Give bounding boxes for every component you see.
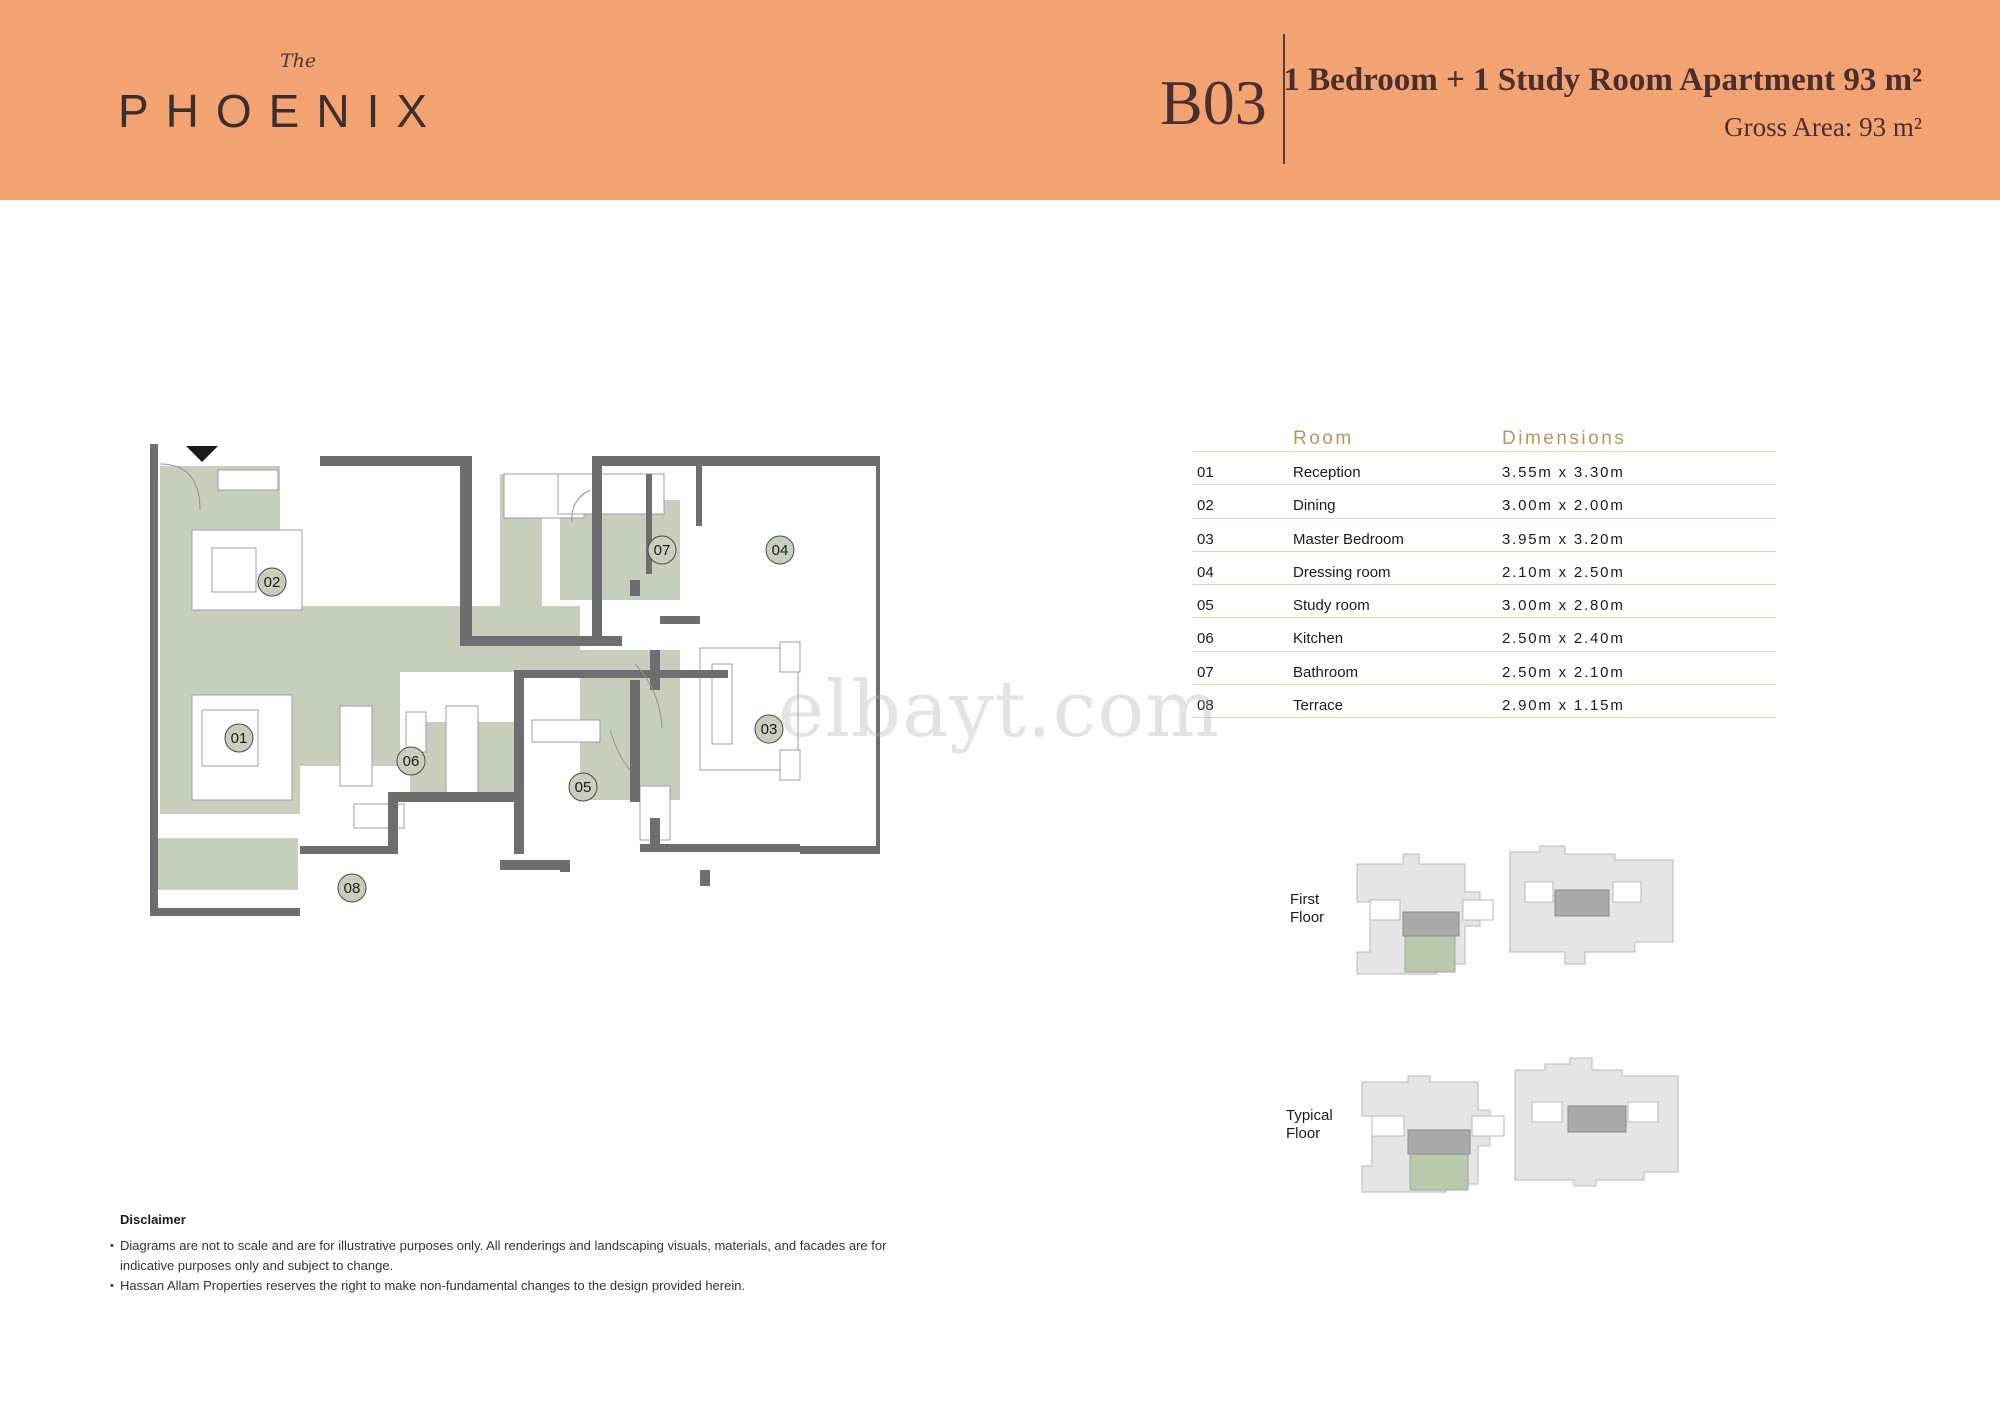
- room-number: 05: [1197, 597, 1214, 615]
- table-row: 01 Reception 3.55m x 3.30m: [1192, 452, 1776, 486]
- room-number: 07: [1197, 663, 1214, 681]
- header-band: The PHOENIX B03 1 Bedroom + 1 Study Room…: [0, 0, 2000, 200]
- room-name: Study room: [1293, 597, 1370, 615]
- typical-floor-label: Typical Floor: [1286, 1107, 1333, 1143]
- room-name: Bathroom: [1293, 663, 1359, 681]
- disclaimer-title: Disclaimer: [120, 1212, 186, 1227]
- room-dimension: 3.00m x 2.00m: [1502, 497, 1625, 515]
- room-number: 08: [1197, 697, 1214, 715]
- header-divider: [1283, 34, 1285, 164]
- table-header: Room Dimensions: [1192, 426, 1776, 452]
- room-number: 01: [1197, 464, 1214, 481]
- room-dimension: 2.10m x 2.50m: [1502, 563, 1625, 581]
- typical-floor-label-line2: Floor: [1286, 1125, 1321, 1142]
- table-row: 02 Dining 3.00m x 2.00m: [1192, 485, 1776, 519]
- room-tag-03: 03: [761, 721, 778, 738]
- room-dimension: 2.90m x 1.15m: [1502, 697, 1625, 715]
- room-tag-08: 08: [344, 880, 361, 897]
- room-tag-07: 07: [654, 542, 671, 559]
- room-dimension: 3.95m x 3.20m: [1502, 530, 1625, 548]
- gross-area: Gross Area: 93 m²: [1724, 112, 1922, 142]
- room-number: 04: [1197, 563, 1214, 581]
- logo-phoenix: PHOENIX: [118, 85, 445, 137]
- room-dimension: 3.55m x 3.30m: [1502, 464, 1625, 481]
- entrance-arrow-icon: [186, 446, 218, 462]
- room-number: 06: [1197, 630, 1214, 648]
- table-row: 03 Master Bedroom 3.95m x 3.20m: [1192, 519, 1776, 552]
- room-tags: [224, 535, 795, 903]
- typical-floor-label-line1: Typical: [1286, 1107, 1333, 1124]
- room-dimensions-table: Room Dimensions 01 Reception 3.55m x 3.3…: [1192, 426, 1776, 719]
- header-room: Room: [1293, 428, 1354, 449]
- room-tag-04: 04: [772, 542, 789, 559]
- room-name: Master Bedroom: [1293, 530, 1404, 548]
- room-number: 03: [1197, 530, 1214, 548]
- room-tag-05: 05: [575, 779, 592, 796]
- header-dimensions: Dimensions: [1502, 428, 1627, 449]
- room-name: Kitchen: [1293, 630, 1344, 648]
- first-floor-label-line1: First: [1290, 891, 1320, 908]
- watermark: elbayt.com: [778, 665, 1221, 755]
- disclaimer-list: Diagrams are not to scale and are for il…: [110, 1236, 930, 1296]
- first-floor-label-line2: Floor: [1290, 909, 1325, 926]
- room-tag-02: 02: [264, 574, 281, 591]
- disclaimer-line-1: Diagrams are not to scale and are for il…: [110, 1236, 930, 1276]
- floor-plan: 01 02 03 04 05 06 07 08: [150, 444, 880, 916]
- room-name: Dining: [1293, 497, 1336, 515]
- room-tag-06: 06: [403, 753, 420, 770]
- room-tag-01: 01: [231, 730, 248, 747]
- unit-code: B03: [1160, 67, 1267, 138]
- logo-the: The: [280, 50, 317, 72]
- room-name: Terrace: [1293, 697, 1344, 715]
- room-dimension: 2.50m x 2.40m: [1502, 630, 1625, 648]
- room-name: Dressing room: [1293, 563, 1391, 581]
- apartment-title: 1 Bedroom + 1 Study Room Apartment 93 m²: [1283, 62, 1922, 98]
- walls: [150, 444, 880, 916]
- door-swings: [159, 463, 663, 771]
- room-dimension: 3.00m x 2.80m: [1502, 597, 1625, 615]
- disclaimer-line-2: Hassan Allam Properties reserves the rig…: [110, 1276, 930, 1296]
- room-dimension: 2.50m x 2.10m: [1502, 663, 1625, 681]
- first-floor-label: First Floor: [1290, 891, 1324, 927]
- table-row: 08 Terrace 2.90m x 1.15m: [1192, 685, 1776, 719]
- table-row: 05 Study room 3.00m x 2.80m: [1192, 585, 1776, 619]
- room-number: 02: [1197, 497, 1214, 515]
- table-row: 07 Bathroom 2.50m x 2.10m: [1192, 652, 1776, 686]
- first-floor-keyplan: [1356, 845, 1674, 975]
- room-name: Reception: [1293, 464, 1361, 481]
- table-row: 06 Kitchen 2.50m x 2.40m: [1192, 618, 1776, 652]
- table-row: 04 Dressing room 2.10m x 2.50m: [1192, 552, 1776, 586]
- typical-floor-keyplan: [1361, 1057, 1679, 1193]
